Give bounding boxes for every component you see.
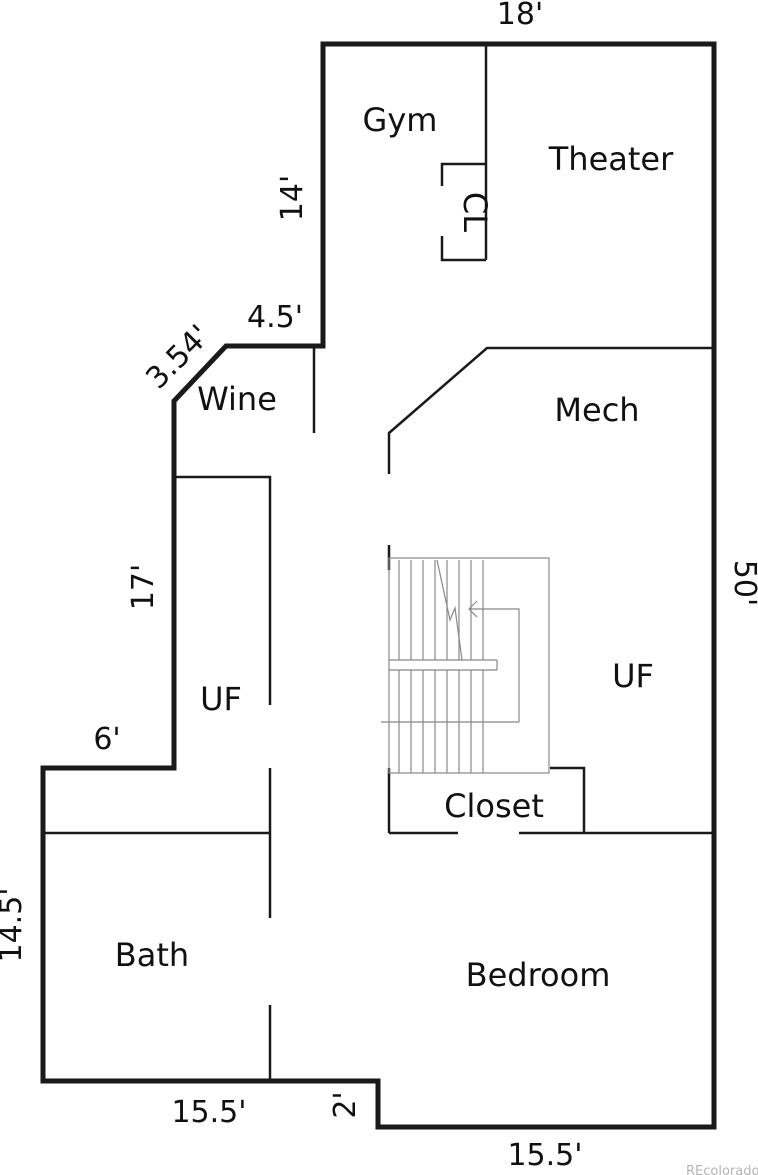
room-wine: Wine <box>197 380 277 418</box>
watermark: REcolorado <box>686 1164 758 1175</box>
dim-middle-left-height: 17' <box>126 564 161 610</box>
staircase <box>381 557 550 774</box>
dim-bottom-left-width: 15.5' <box>171 1095 246 1130</box>
dim-lower-step-width: 6' <box>93 722 120 757</box>
dim-right-height: 50' <box>727 560 758 606</box>
room-theater: Theater <box>548 140 674 178</box>
room-mech: Mech <box>554 391 639 429</box>
room-bedroom: Bedroom <box>466 956 611 994</box>
room-gym: Gym <box>363 101 438 139</box>
interior-walls <box>43 44 714 1081</box>
dim-upper-left-height: 14' <box>275 175 310 221</box>
room-uf-left: UF <box>200 680 242 718</box>
dim-bottom-left-height: 14.5' <box>0 887 29 962</box>
room-closet: Closet <box>444 787 544 825</box>
room-bath: Bath <box>115 936 189 974</box>
room-uf-right: UF <box>612 657 654 695</box>
room-cl: CL <box>456 192 494 232</box>
dim-bottom-right-width: 15.5' <box>507 1138 582 1173</box>
exterior-wall <box>40 41 717 1130</box>
dim-bottom-step: 2' <box>328 1091 363 1118</box>
dim-step-width: 4.5' <box>247 300 303 335</box>
dim-top-width: 18' <box>497 0 543 32</box>
